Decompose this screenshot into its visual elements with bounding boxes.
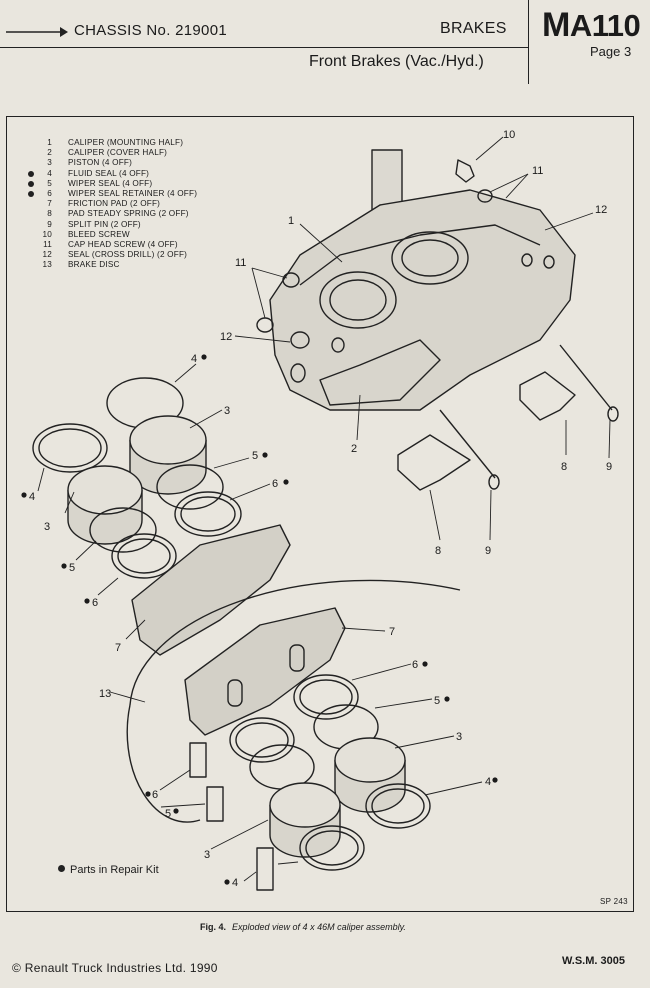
legend-item-text: PAD STEADY SPRING (2 OFF) <box>68 209 189 219</box>
callout-6: 6 <box>92 597 98 609</box>
callout-5: 5 <box>165 808 171 820</box>
legend-item-number: 12 <box>42 250 52 260</box>
repair-kit-note-text: Parts in Repair Kit <box>70 864 159 876</box>
legend-item-number: 11 <box>43 239 52 249</box>
legend-item-number: 4 <box>47 168 52 178</box>
legend-item-text: CALIPER (MOUNTING HALF) <box>68 138 184 147</box>
callout-7: 7 <box>115 642 121 654</box>
legend-item-number: 9 <box>47 219 52 229</box>
callout-6: 6 <box>412 659 418 671</box>
legend-item-number: 2 <box>47 148 52 158</box>
callout-4: 4 <box>29 491 35 503</box>
legend-item-text: FLUID SEAL (4 OFF) <box>68 168 150 178</box>
legend-item-number: 13 <box>42 260 52 270</box>
callout-12: 12 <box>595 204 607 216</box>
legend-item-number: 1 <box>47 138 52 147</box>
page-subtitle: Front Brakes (Vac./Hyd.) <box>309 53 484 70</box>
callout-4: 4 <box>191 353 197 365</box>
brake-disc <box>129 579 461 706</box>
callout-9: 9 <box>606 461 612 473</box>
manual-code-rest: A110 <box>569 8 641 43</box>
page-number: Page 3 <box>590 44 632 59</box>
callout-5: 5 <box>252 450 258 462</box>
springs-and-split-pins <box>397 344 619 491</box>
repair-kit-dot-icon <box>28 190 34 197</box>
legend-item-number: 10 <box>42 229 52 239</box>
legend-item-text: CALIPER (COVER HALF) <box>68 148 168 158</box>
callout-12: 12 <box>220 331 232 343</box>
callout-1: 1 <box>288 215 294 227</box>
legend-item-text: CAP HEAD SCREW (4 OFF) <box>68 239 178 249</box>
manual-code: MA110 <box>542 6 641 45</box>
callout-8: 8 <box>435 545 441 557</box>
leader-lines <box>37 136 611 882</box>
callout-6: 6 <box>272 478 278 490</box>
lower-seal-piston-group <box>189 674 431 891</box>
legend-item-number: 6 <box>47 188 52 198</box>
legend-item-text: PISTON (4 OFF) <box>68 158 133 168</box>
wsm-number: W.S.M. 3005 <box>562 955 625 967</box>
arrow-icon <box>6 27 68 37</box>
callout-2: 2 <box>351 443 357 455</box>
callout-11: 11 <box>532 165 543 177</box>
figure-caption: Fig. 4. Exploded view of 4 x 46M caliper … <box>200 922 406 932</box>
legend-item-text: BLEED SCREW <box>68 229 130 239</box>
callout-6: 6 <box>152 789 158 801</box>
callout-5: 5 <box>69 562 75 574</box>
bullet-dot-icon <box>58 865 65 872</box>
legend-item-number: 7 <box>47 199 52 209</box>
upper-seal-piston-group <box>32 377 242 579</box>
legend-item-text: WIPER SEAL (4 OFF) <box>68 178 153 188</box>
callout-10: 10 <box>503 129 515 141</box>
callout-8: 8 <box>561 461 567 473</box>
legend-item-text: WIPER SEAL RETAINER (4 OFF) <box>68 188 198 198</box>
legend-item-text: SPLIT PIN (2 OFF) <box>68 219 141 229</box>
repair-kit-dot-icon <box>28 180 34 187</box>
callout-4: 4 <box>232 877 238 889</box>
chassis-number: CHASSIS No. 219001 <box>74 22 227 39</box>
callout-3: 3 <box>456 731 462 743</box>
legend-item-number: 8 <box>47 209 52 219</box>
legend-item-number: 3 <box>47 158 52 168</box>
callout-3: 3 <box>44 521 50 533</box>
callout-13: 13 <box>99 688 111 700</box>
callout-5: 5 <box>434 695 440 707</box>
manual-code-initial: M <box>542 6 570 44</box>
callout-11: 11 <box>235 257 246 269</box>
figure-caption-label: Fig. 4. <box>200 922 227 932</box>
caliper-assembly-drawing <box>256 149 576 411</box>
callout-4: 4 <box>485 776 491 788</box>
callout-7: 7 <box>389 626 395 638</box>
repair-kit-note: Parts in Repair Kit <box>58 864 159 876</box>
drawing-reference: SP 243 <box>600 897 628 906</box>
legend-item-text: SEAL (CROSS DRILL) (2 OFF) <box>68 250 188 260</box>
callout-3: 3 <box>224 405 230 417</box>
legend-item-text: BRAKE DISC <box>68 260 120 270</box>
callout-3: 3 <box>204 849 210 861</box>
friction-pads <box>131 524 346 736</box>
legend-item-number: 5 <box>47 178 52 188</box>
callout-9: 9 <box>485 545 491 557</box>
repair-kit-dot-icon <box>28 170 34 177</box>
figure-frame <box>6 116 634 912</box>
copyright-notice: © Renault Truck Industries Ltd. 1990 <box>12 961 218 975</box>
section-title: BRAKES <box>440 20 507 37</box>
figure-caption-text: Exploded view of 4 x 46M caliper assembl… <box>232 922 406 932</box>
legend-item-text: FRICTION PAD (2 OFF) <box>68 199 161 209</box>
